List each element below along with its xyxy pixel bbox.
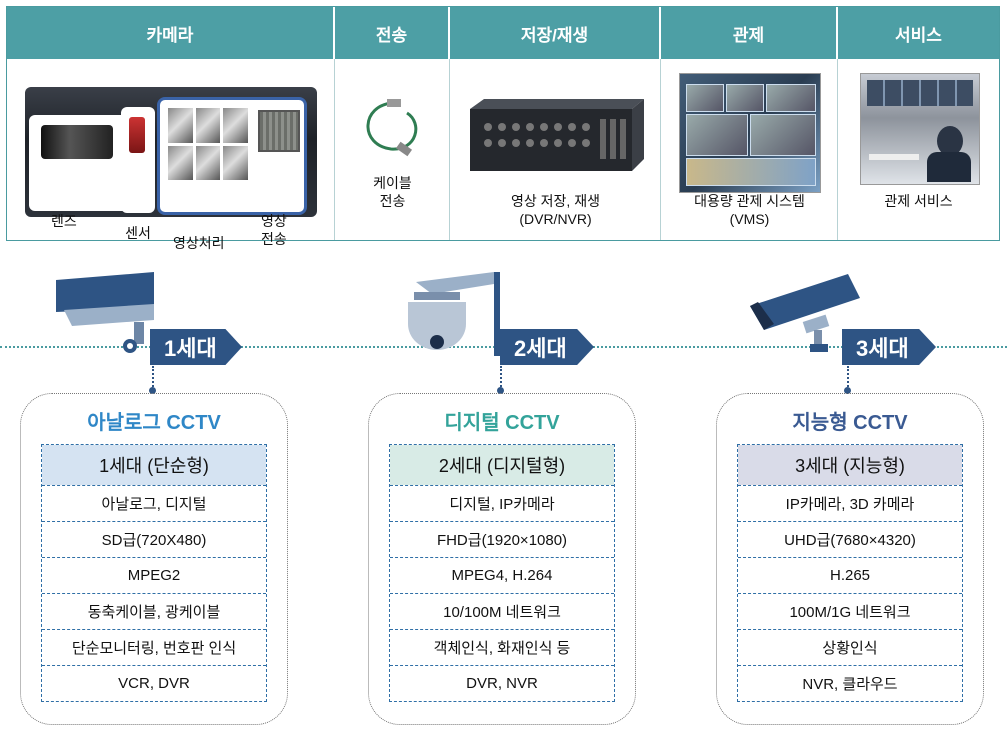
control-room-image: [860, 73, 980, 185]
cell-storage: 영상 저장, 재생 (DVR/NVR): [450, 59, 661, 240]
spec-row: 동축케이블, 광케이블: [42, 593, 266, 629]
spec-row: FHD급(1920×1080): [390, 521, 614, 557]
storage-label-line1: 영상 저장, 재생: [511, 193, 600, 209]
processing-label: 영상처리: [173, 235, 225, 251]
spec-row: 아날로그, 디지털: [42, 485, 266, 521]
connector-3: [847, 366, 849, 390]
spec-row: H.265: [738, 557, 962, 593]
connector-dot-3: [844, 387, 851, 394]
spec-row: VCR, DVR: [42, 665, 266, 701]
spec-row: 100M/1G 네트워크: [738, 593, 962, 629]
storage-label-line2: (DVR/NVR): [519, 211, 592, 227]
spec-row: 객체인식, 화재인식 등: [390, 629, 614, 665]
image-frames-icon: [168, 108, 248, 180]
sensor-icon: [129, 117, 145, 153]
lens-icon: [41, 125, 113, 159]
sensor-part: [121, 107, 155, 213]
generation-badge-3: 3세대: [842, 329, 936, 365]
spec-row: MPEG4, H.264: [390, 557, 614, 593]
generation-badge-1: 1세대: [150, 329, 242, 365]
spec-header-row: 2세대 (디지털형): [390, 445, 614, 485]
header-transmission: 전송: [335, 7, 450, 59]
processing-part: [157, 97, 307, 215]
chip-icon: [258, 110, 300, 152]
panel-title: 아날로그 CCTV: [87, 412, 221, 434]
transmission-label-line2: 전송: [379, 193, 406, 209]
dome-camera-icon: [408, 272, 500, 356]
spec-header-row: 1세대 (단순형): [42, 445, 266, 485]
spec-row: 단순모니터링, 번호판 인식: [42, 629, 266, 665]
cell-control: 대용량 관제 시스템 (VMS): [661, 59, 838, 240]
header-camera: 카메라: [7, 7, 335, 59]
service-label: 관제 서비스: [884, 193, 953, 209]
bullet-camera-icon: [750, 274, 860, 352]
vms-screen-image: [679, 73, 821, 193]
sensor-label: 센서: [125, 225, 151, 241]
lens-label: 렌즈: [51, 213, 77, 229]
connector-dot-2: [497, 387, 504, 394]
control-label-line1: 대용량 관제 시스템: [694, 193, 805, 209]
spec-row: NVR, 클라우드: [738, 665, 962, 701]
cable-icon: [366, 99, 418, 157]
panel-title: 디지털 CCTV: [444, 412, 560, 434]
connector-2: [500, 366, 502, 390]
connector-1: [152, 366, 154, 390]
cell-camera: 렌즈 센서 영상처리 영상 전송: [7, 59, 335, 251]
spec-row: MPEG2: [42, 557, 266, 593]
generation-badge-2: 2세대: [500, 329, 594, 365]
lens-part: [29, 115, 129, 211]
spec-header-row: 3세대 (지능형): [738, 445, 962, 485]
spec-row: IP카메라, 3D 카메라: [738, 485, 962, 521]
spec-row: 10/100M 네트워크: [390, 593, 614, 629]
control-label-line2: (VMS): [729, 211, 770, 227]
spec-row: UHD급(7680×4320): [738, 521, 962, 557]
connector-dot-1: [149, 387, 156, 394]
cell-service: 관제 서비스: [838, 59, 999, 240]
panel-title: 지능형 CCTV: [792, 412, 908, 434]
spec-row: DVR, NVR: [390, 665, 614, 701]
spec-row: 디지털, IP카메라: [390, 485, 614, 521]
spec-row: 상황인식: [738, 629, 962, 665]
transmit-label-line2: 전송: [261, 231, 287, 247]
dvr-icon: [470, 99, 644, 171]
header-storage: 저장/재생: [450, 7, 661, 59]
header-control: 관제: [661, 7, 838, 59]
header-service: 서비스: [838, 7, 999, 59]
cell-transmission: 케이블 전송: [335, 59, 450, 240]
transmit-label-line1: 영상: [261, 213, 287, 229]
spec-row: SD급(720X480): [42, 521, 266, 557]
cctv-pipeline-table: 카메라 전송 저장/재생 관제 서비스 렌즈 센서 영상처리 영상 전송: [6, 6, 1000, 251]
pipeline-header: 카메라 전송 저장/재생 관제 서비스: [7, 7, 999, 59]
box-camera-icon: [56, 272, 154, 353]
transmission-label-line1: 케이블: [373, 175, 412, 191]
